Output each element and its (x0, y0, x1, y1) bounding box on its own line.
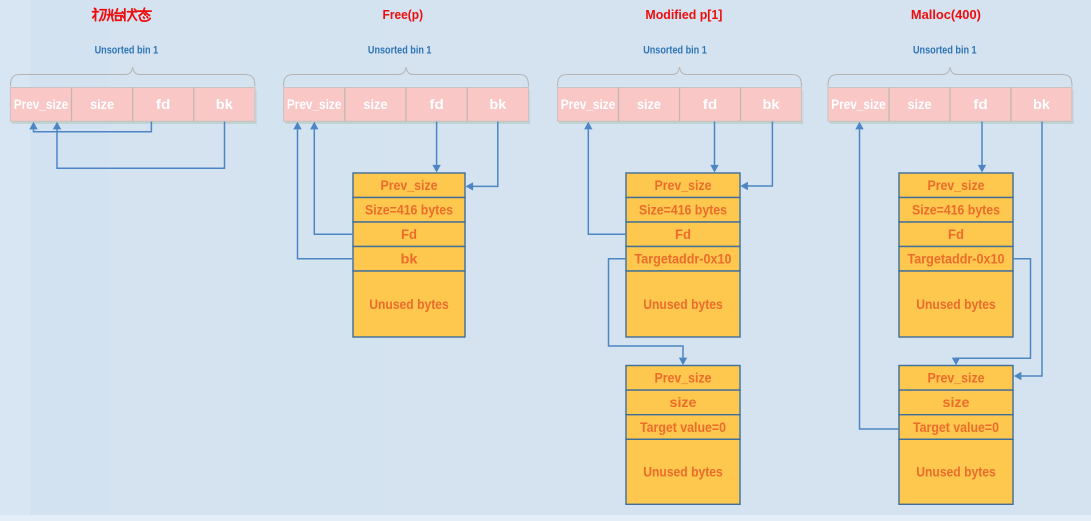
svg-text:Unsorted bin 1: Unsorted bin 1 (368, 45, 432, 57)
svg-text:Size=416 bytes: Size=416 bytes (912, 203, 1000, 218)
svg-text:size: size (943, 395, 971, 410)
svg-text:size: size (90, 97, 114, 112)
svg-text:Targetaddr-0x10: Targetaddr-0x10 (908, 252, 1005, 267)
svg-text:fd: fd (973, 97, 988, 112)
svg-text:Fd: Fd (948, 227, 964, 242)
svg-text:Fd: Fd (675, 227, 691, 242)
svg-text:Targetaddr-0x10: Targetaddr-0x10 (635, 252, 732, 267)
svg-text:Unused bytes: Unused bytes (916, 297, 996, 312)
svg-text:size: size (363, 97, 387, 112)
svg-text:Target value=0: Target value=0 (640, 420, 726, 435)
svg-text:Modified p[1]: Modified p[1] (645, 7, 722, 22)
svg-text:size: size (670, 395, 698, 410)
svg-text:Unused bytes: Unused bytes (916, 465, 996, 480)
svg-text:Unused bytes: Unused bytes (369, 297, 449, 312)
svg-text:bk: bk (489, 97, 507, 112)
svg-text:Target value=0: Target value=0 (913, 420, 999, 435)
svg-text:Prev_size: Prev_size (561, 97, 616, 112)
svg-text:bk: bk (216, 97, 234, 112)
svg-text:Prev_size: Prev_size (928, 371, 985, 386)
svg-text:Prev_size: Prev_size (831, 97, 886, 112)
svg-text:Malloc(400): Malloc(400) (911, 7, 981, 22)
svg-text:Free(p): Free(p) (383, 7, 424, 22)
svg-text:Unsorted bin 1: Unsorted bin 1 (95, 45, 159, 57)
svg-text:size: size (637, 97, 661, 112)
svg-text:Prev_size: Prev_size (14, 97, 69, 112)
svg-text:fd: fd (156, 97, 171, 112)
svg-text:fd: fd (703, 97, 718, 112)
svg-text:Fd: Fd (401, 227, 417, 242)
svg-text:Prev_size: Prev_size (287, 97, 342, 112)
svg-text:bk: bk (1033, 97, 1051, 112)
svg-text:Unsorted bin 1: Unsorted bin 1 (643, 45, 707, 57)
svg-text:fd: fd (429, 97, 444, 112)
svg-text:Prev_size: Prev_size (928, 178, 985, 193)
svg-text:Unused bytes: Unused bytes (643, 297, 723, 312)
svg-text:Unused bytes: Unused bytes (643, 465, 723, 480)
svg-text:Unsorted bin 1: Unsorted bin 1 (913, 45, 977, 57)
svg-text:bk: bk (763, 97, 781, 112)
svg-text:size: size (908, 97, 932, 112)
svg-text:Size=416 bytes: Size=416 bytes (639, 203, 727, 218)
svg-text:Prev_size: Prev_size (381, 178, 438, 193)
svg-text:Size=416 bytes: Size=416 bytes (365, 203, 453, 218)
svg-text:Prev_size: Prev_size (655, 178, 712, 193)
svg-text:Prev_size: Prev_size (655, 371, 712, 386)
svg-text:bk: bk (401, 252, 419, 267)
